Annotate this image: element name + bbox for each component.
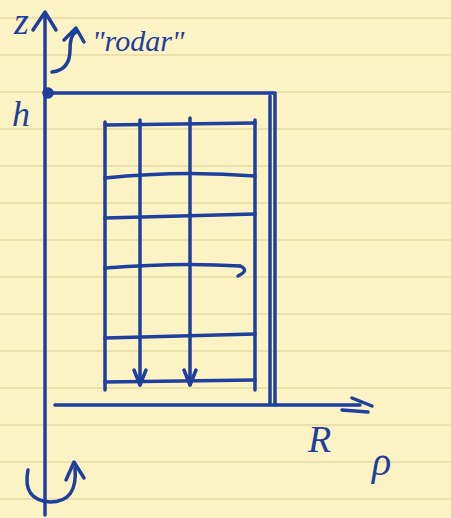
grid-line [103, 122, 107, 390]
grid-line [105, 123, 255, 125]
rho-axis [55, 403, 360, 407]
grid-line [238, 266, 245, 276]
axis-arrowhead [33, 12, 56, 30]
axis-label: z [14, 2, 29, 40]
dimension-label: R [308, 420, 331, 458]
grid-line [105, 214, 255, 218]
grid-line [105, 380, 255, 382]
flow-arrowhead [134, 370, 146, 385]
grid-line [188, 118, 192, 385]
axis-label: ρ [372, 442, 391, 482]
grid-line [138, 120, 142, 385]
axis-arrowhead [352, 398, 372, 406]
corner-dot [44, 89, 52, 97]
rectangle-outline [45, 93, 275, 405]
grid-line [105, 264, 240, 268]
axis-arrowhead [342, 410, 368, 412]
rotation-arrowhead [66, 462, 84, 480]
dimension-label: h [12, 96, 30, 132]
paper-lines [0, 18, 451, 499]
rectangle-outline [268, 96, 272, 403]
grid-line [105, 173, 255, 178]
grid-line [105, 334, 255, 338]
annotation-text: "rodar" [92, 26, 184, 56]
flow-arrowhead [184, 370, 196, 385]
grid-line [253, 120, 257, 390]
rotation-arrowhead [64, 28, 84, 42]
